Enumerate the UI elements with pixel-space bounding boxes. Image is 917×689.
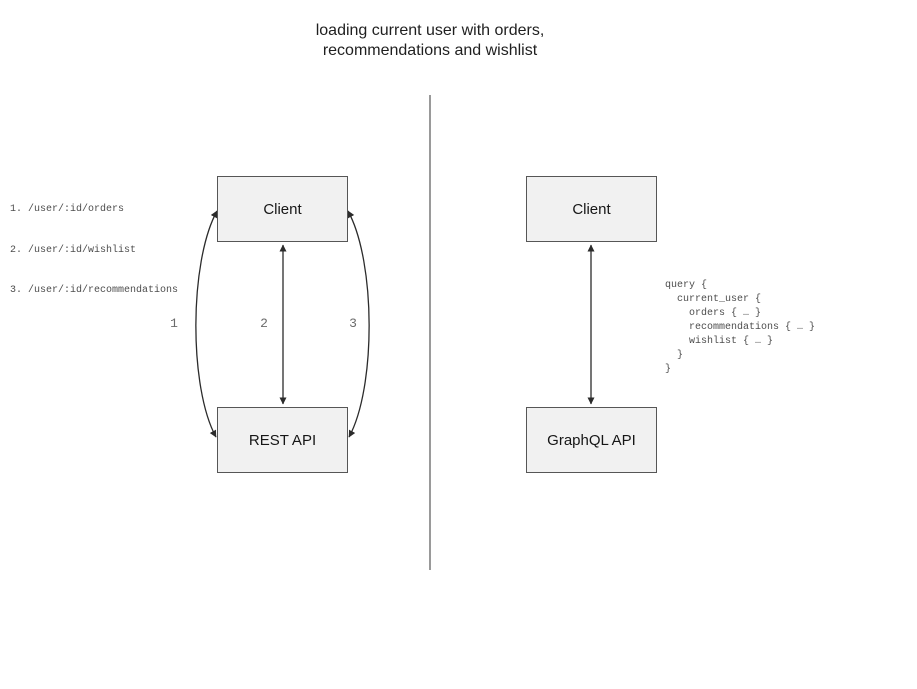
arrow-label-1: 1	[170, 316, 178, 331]
rest-endpoint-wishlist: 2. /user/:id/wishlist	[10, 244, 137, 256]
rest-endpoint-orders: 1. /user/:id/orders	[10, 204, 125, 215]
graphql-api-box-label: GraphQL API	[547, 431, 636, 449]
rest-endpoint-list: 1. /user/:id/orders 2. /user/:id/wishlis…	[10, 176, 178, 325]
graphql-api-box: GraphQL API	[526, 407, 657, 473]
rest-api-box-label: REST API	[248, 431, 317, 449]
arrow-label-3: 3	[349, 316, 357, 331]
graphql-query-code: query { current_user { orders { … } reco…	[665, 280, 816, 375]
diagram-title: loading current user with orders, recomm…	[315, 22, 545, 59]
client-box-graphql-label: Client	[572, 200, 611, 218]
client-box-rest-label: Client	[263, 200, 302, 218]
rest-arrow-1-curve	[195, 210, 218, 438]
client-box-rest: Client	[217, 176, 348, 242]
rest-api-box: REST API	[217, 407, 348, 473]
arrow-label-2: 2	[260, 316, 268, 331]
rest-endpoint-recommendations: 3. /user/:id/recommendations	[10, 285, 179, 296]
client-box-graphql: Client	[526, 176, 657, 242]
